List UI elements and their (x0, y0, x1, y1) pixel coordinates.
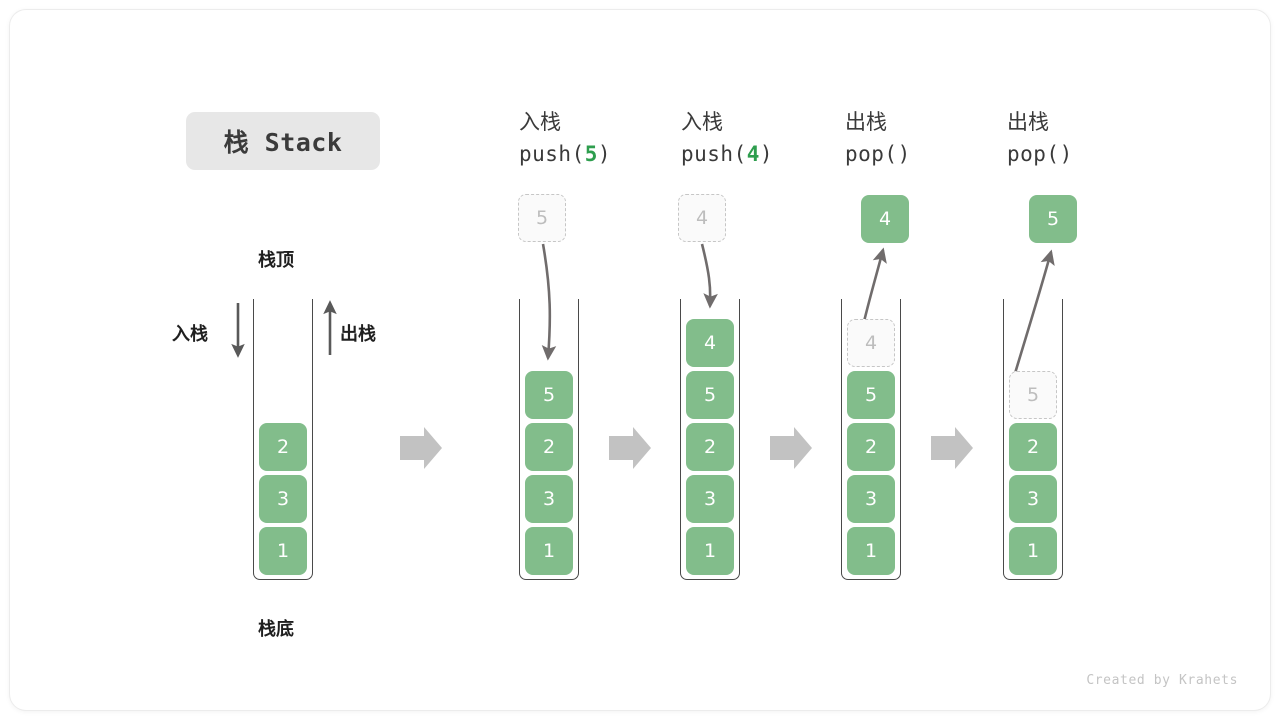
page-title: 栈 Stack (223, 128, 343, 157)
stack-bottom-label: 栈底 (258, 619, 294, 640)
stack-cell: 5 (525, 371, 573, 419)
op-code-arg: 5 (584, 141, 598, 166)
stack-cell: 1 (259, 527, 307, 575)
stack-cell: 3 (686, 475, 734, 523)
credit-text: Created by Krahets (1086, 673, 1238, 688)
op-code-prefix: pop( (1007, 141, 1060, 166)
vacated-ghost-cell: 5 (1009, 371, 1057, 419)
incoming-ghost-cell: 5 (518, 194, 566, 242)
op-label-code: pop() (845, 139, 911, 171)
pop-side-label: 出栈 (340, 324, 376, 345)
op-label-code: push(4) (681, 139, 773, 171)
stack-cell: 2 (1009, 423, 1057, 471)
op-label-cn: 入栈 (681, 110, 723, 134)
stack-tube (680, 299, 740, 580)
diagram-title-chip: 栈 Stack (186, 112, 380, 170)
op-code-suffix: ) (759, 141, 774, 166)
op-code-suffix: ) (897, 141, 911, 166)
stack-cell: 2 (525, 423, 573, 471)
popped-cell: 4 (861, 195, 909, 243)
op-code-prefix: push( (681, 141, 747, 166)
op-label-code: pop() (1007, 139, 1073, 171)
op-code-arg: 4 (746, 141, 760, 166)
op-label-push-5: 入栈 push(5) (519, 107, 611, 170)
stack-cell: 2 (259, 423, 307, 471)
stack-cell: 5 (847, 371, 895, 419)
op-label-pop-2: 出栈 pop() (1007, 107, 1073, 170)
stack-cell: 3 (525, 475, 573, 523)
stack-cell: 3 (847, 475, 895, 523)
stack-cell: 5 (686, 371, 734, 419)
stack-cell: 2 (847, 423, 895, 471)
op-code-suffix: ) (1059, 141, 1073, 166)
popped-cell: 5 (1029, 195, 1077, 243)
stack-cell: 1 (686, 527, 734, 575)
stack-tube (841, 299, 901, 580)
op-label-cn: 入栈 (519, 110, 561, 134)
stack-cell: 1 (847, 527, 895, 575)
op-label-cn: 出栈 (845, 110, 887, 134)
stack-cell: 3 (259, 475, 307, 523)
stack-tube (253, 299, 313, 580)
stack-tube (1003, 299, 1063, 580)
stack-cell: 1 (1009, 527, 1057, 575)
stack-cell: 3 (1009, 475, 1057, 523)
op-label-push-4: 入栈 push(4) (681, 107, 773, 170)
stack-top-label: 栈顶 (258, 250, 294, 271)
stack-cell: 1 (525, 527, 573, 575)
push-side-label: 入栈 (172, 324, 208, 345)
op-label-code: push(5) (519, 139, 611, 171)
op-code-suffix: ) (597, 141, 612, 166)
op-code-prefix: pop( (845, 141, 898, 166)
stack-tube (519, 299, 579, 580)
op-code-prefix: push( (519, 141, 585, 166)
vacated-ghost-cell: 4 (847, 319, 895, 367)
incoming-ghost-cell: 4 (678, 194, 726, 242)
stack-cell: 2 (686, 423, 734, 471)
op-label-pop-1: 出栈 pop() (845, 107, 911, 170)
op-label-cn: 出栈 (1007, 110, 1049, 134)
stack-cell: 4 (686, 319, 734, 367)
